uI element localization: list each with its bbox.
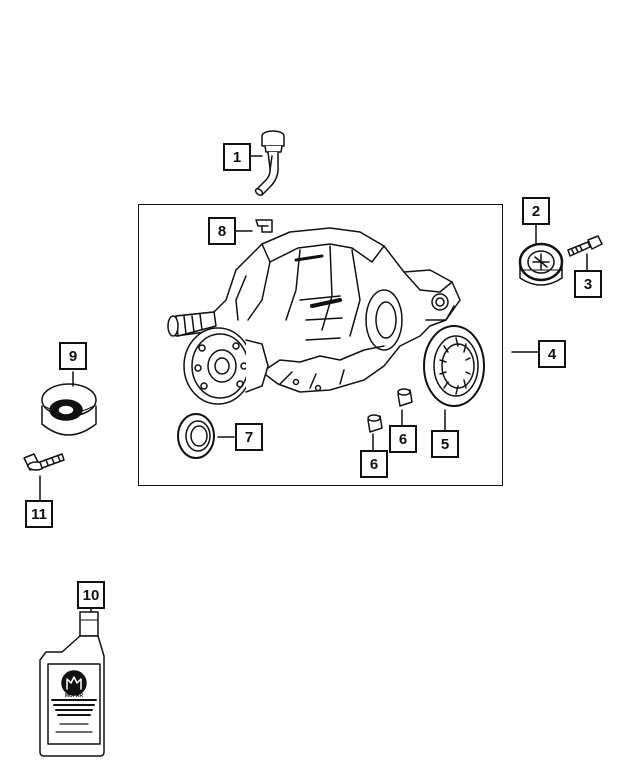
callout-5: 5 <box>431 430 459 458</box>
differential-housing <box>167 227 461 405</box>
bearing-part <box>423 325 485 407</box>
callout-2: 2 <box>522 197 550 225</box>
callout-11: 11 <box>25 500 53 528</box>
plug-part-a <box>397 388 413 407</box>
bolt-part <box>567 235 603 257</box>
plug-part-b <box>367 414 383 433</box>
callout-1: 1 <box>223 143 251 171</box>
isolator-part <box>41 383 97 436</box>
callout-8: 8 <box>208 217 236 245</box>
callout-3: 3 <box>574 270 602 298</box>
bushing-part <box>518 242 564 286</box>
seal-part <box>177 413 215 459</box>
bottle-brand-logo: MOPAR <box>64 693 84 699</box>
clip-part <box>255 219 273 233</box>
callout-7: 7 <box>235 423 263 451</box>
callout-10: 10 <box>77 581 105 609</box>
flange-bolt-part <box>23 453 65 471</box>
callout-6-upper: 6 <box>389 425 417 453</box>
oil-bottle-part <box>39 611 105 757</box>
vent-tube-part <box>254 130 285 196</box>
callout-4: 4 <box>538 340 566 368</box>
callout-6-lower: 6 <box>360 450 388 478</box>
assembly-frame <box>138 204 503 486</box>
callout-9: 9 <box>59 342 87 370</box>
